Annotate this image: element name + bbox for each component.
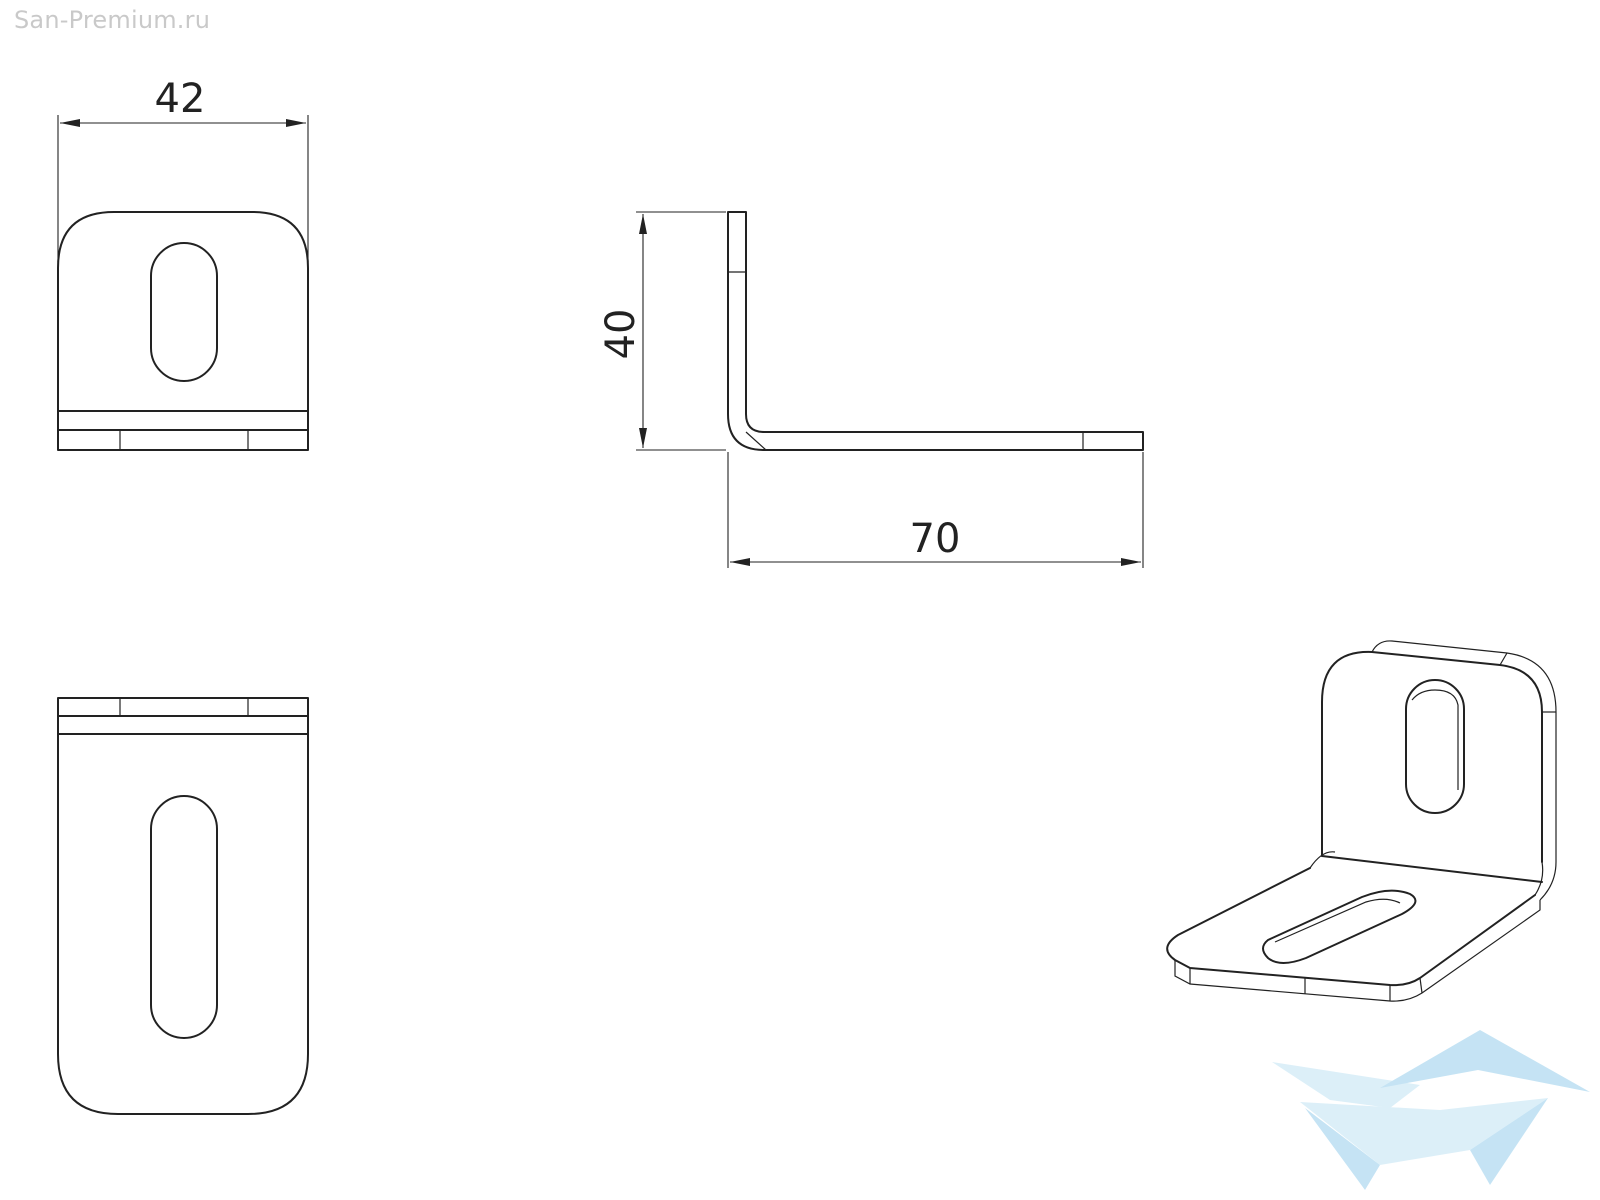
- san-premium-logo-icon: [1272, 1030, 1590, 1190]
- dimension-height: 40: [598, 211, 726, 451]
- top-plate-outline: [57, 697, 309, 1115]
- front-plate-outline: [57, 211, 309, 451]
- side-profile-outline: [727, 211, 1144, 451]
- top-view: [57, 697, 309, 1115]
- dimension-width-label: 42: [155, 76, 206, 122]
- front-slot: [150, 242, 218, 382]
- isometric-view: [1166, 640, 1557, 1002]
- top-slot: [150, 795, 218, 1039]
- dimension-length: 70: [727, 452, 1144, 568]
- dimension-height-label: 40: [598, 309, 644, 360]
- dimension-length-label: 70: [910, 516, 961, 562]
- dimension-width: 42: [57, 76, 309, 262]
- front-view: 42: [57, 76, 309, 451]
- side-view: 40 70: [598, 211, 1144, 568]
- watermark-text: San-Premium.ru: [14, 6, 211, 34]
